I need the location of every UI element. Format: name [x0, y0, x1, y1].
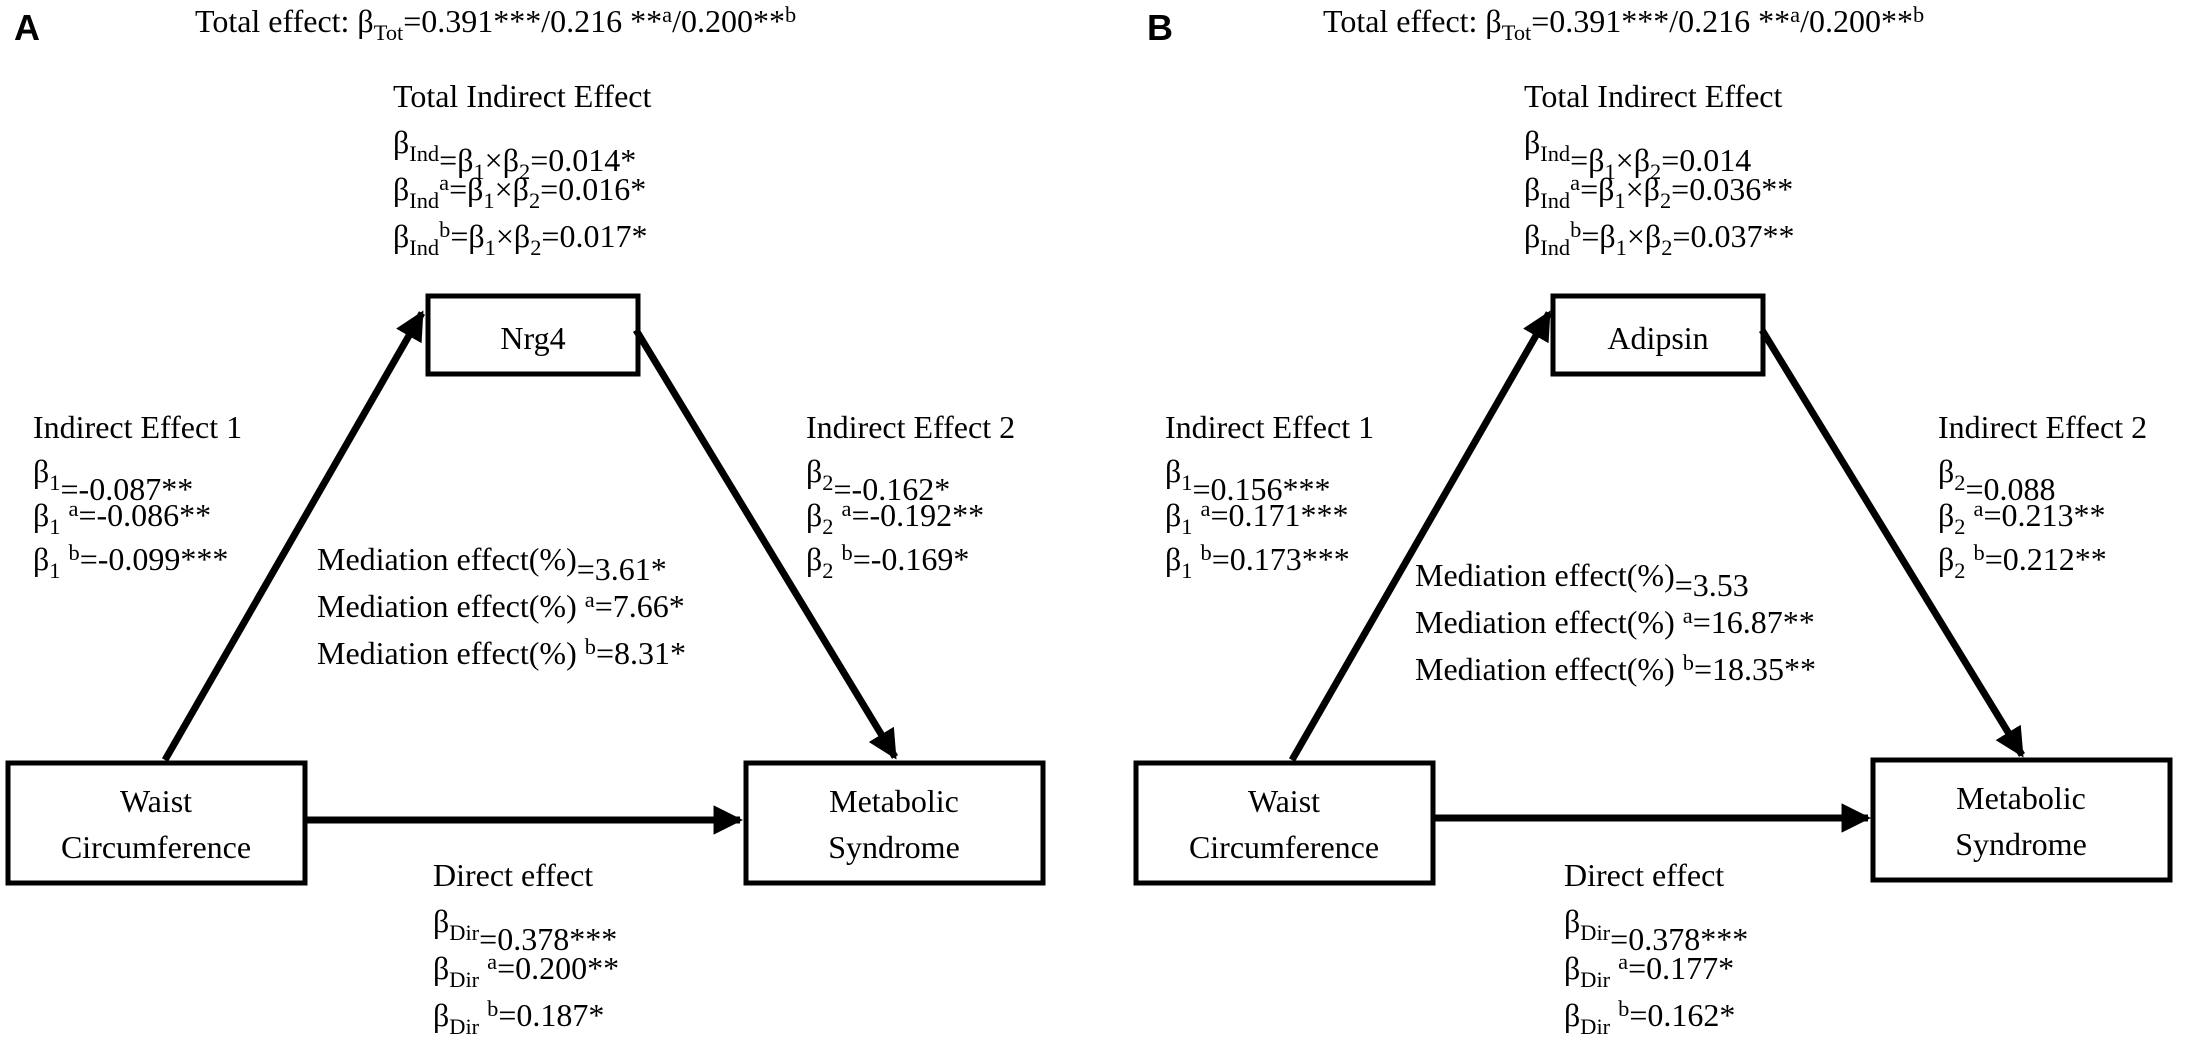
total-effect-a: Total effect: βTot=0.391***/0.216 **a/0.…: [195, 2, 796, 45]
indirect-effect-2-line-a-1: β2=-0.162*: [806, 453, 950, 507]
mediation-effect-line-a-3: Mediation effect(%)b=8.31*: [317, 634, 686, 671]
arrow-mediator-to-outcome-a: [633, 328, 898, 760]
exposure-label-a-1: Waist: [120, 783, 192, 819]
indirect-effect-1-line-a-2: β1a=-0.086**: [33, 496, 211, 539]
outcome-label-a-2: Syndrome: [828, 829, 960, 865]
mediation-effect-line-a-2: Mediation effect(%)a=7.66*: [317, 587, 685, 624]
indirect-effect-2-line-a-3: β2b=-0.169*: [806, 540, 969, 583]
indirect-effect-1-line-b-1: β1=0.156***: [1165, 453, 1331, 507]
exposure-label-b-2: Circumference: [1189, 829, 1379, 865]
direct-effect-line-a-1: βDir=0.378***: [433, 903, 617, 957]
total-indirect-title-a: Total Indirect Effect: [393, 78, 651, 114]
direct-effect-line-a-2: βDira=0.200**: [433, 949, 619, 992]
indirect-effect-2-line-b-3: β2b=0.212**: [1938, 540, 2107, 583]
outcome-label-b-2: Syndrome: [1955, 826, 2087, 862]
direct-effect-line-b-3: βDirb=0.162*: [1564, 996, 1735, 1039]
total-indirect-line-a-3: βIndb=β1×β2=0.017*: [393, 217, 647, 260]
indirect-effect-2-line-a-2: β2a=-0.192**: [806, 496, 984, 539]
mediator-label-a: Nrg4: [500, 320, 565, 356]
panel-a: A Total effect: βTot=0.391***/0.216 **a/…: [5, 2, 1046, 1039]
direct-effect-line-b-2: βDira=0.177*: [1564, 949, 1734, 992]
total-indirect-line-b-2: βInda=β1×β2=0.036**: [1524, 170, 1793, 213]
mediator-box-b: [1550, 293, 1766, 377]
direct-effect-title-b: Direct effect: [1564, 857, 1724, 893]
outcome-box-a: [743, 760, 1046, 886]
indirect-effect-2-line-b-2: β2a=0.213**: [1938, 496, 2105, 539]
mediation-effect-line-a-1: Mediation effect(%)=3.61*: [317, 541, 667, 587]
arrow-exposure-to-mediator-b: [1288, 310, 1553, 762]
panel-label-b: B: [1147, 7, 1173, 48]
mediator-label-b: Adipsin: [1607, 320, 1708, 356]
exposure-label-b-1: Waist: [1248, 783, 1320, 819]
indirect-effect-1-line-a-3: β1b=-0.099***: [33, 540, 228, 583]
outcome-box-b: [1870, 757, 2173, 883]
exposure-box-b: [1133, 760, 1436, 886]
exposure-box-a: [5, 760, 308, 886]
total-indirect-line-b-1: βInd=β1×β2=0.014: [1524, 124, 1751, 184]
exposure-label-a-2: Circumference: [61, 829, 251, 865]
total-indirect-line-b-3: βIndb=β1×β2=0.037**: [1524, 217, 1794, 260]
total-indirect-lines-b: βInd=β1×β2=0.014 βInda=β1×β2=0.036** βIn…: [1524, 124, 1794, 260]
total-indirect-lines-a: βInd=β1×β2=0.014* βInda=β1×β2=0.016* βIn…: [393, 124, 647, 260]
outcome-label-b-1: Metabolic: [1956, 780, 2086, 816]
total-effect-b: Total effect: βTot=0.391***/0.216 **a/0.…: [1323, 2, 1924, 45]
indirect-effect-1-line-b-2: β1a=0.171***: [1165, 496, 1348, 539]
indirect-effect-1-title-a: Indirect Effect 1: [33, 409, 242, 445]
indirect-effect-1-title-b: Indirect Effect 1: [1165, 409, 1374, 445]
mediation-effect-line-b-3: Mediation effect(%)b=18.35**: [1415, 650, 1816, 687]
mediator-box-a: [425, 293, 641, 377]
total-indirect-title-b: Total Indirect Effect: [1524, 78, 1782, 114]
indirect-effect-2-title-b: Indirect Effect 2: [1938, 409, 2147, 445]
indirect-effect-2-line-b-1: β2=0.088: [1938, 453, 2056, 507]
direct-effect-line-a-3: βDirb=0.187*: [433, 996, 604, 1039]
direct-effect-title-a: Direct effect: [433, 857, 593, 893]
panel-label-a: A: [14, 7, 40, 48]
mediation-effect-line-b-1: Mediation effect(%)=3.53: [1415, 557, 1749, 603]
outcome-label-a-1: Metabolic: [829, 783, 959, 819]
indirect-effect-1-line-a-1: β1=-0.087**: [33, 453, 193, 507]
arrow-exposure-to-mediator-a: [161, 310, 426, 762]
total-indirect-line-a-1: βInd=β1×β2=0.014*: [393, 124, 636, 184]
mediation-effect-line-b-2: Mediation effect(%)a=16.87**: [1415, 603, 1815, 640]
indirect-effect-2-title-a: Indirect Effect 2: [806, 409, 1015, 445]
total-indirect-line-a-2: βInda=β1×β2=0.016*: [393, 170, 646, 213]
arrow-mediator-to-outcome-b: [1759, 328, 2025, 758]
direct-effect-line-b-1: βDir=0.378***: [1564, 903, 1748, 957]
panel-b: B Total effect: βTot=0.391***/0.216 **a/…: [1133, 2, 2173, 1039]
indirect-effect-1-line-b-3: β1b=0.173***: [1165, 540, 1350, 583]
